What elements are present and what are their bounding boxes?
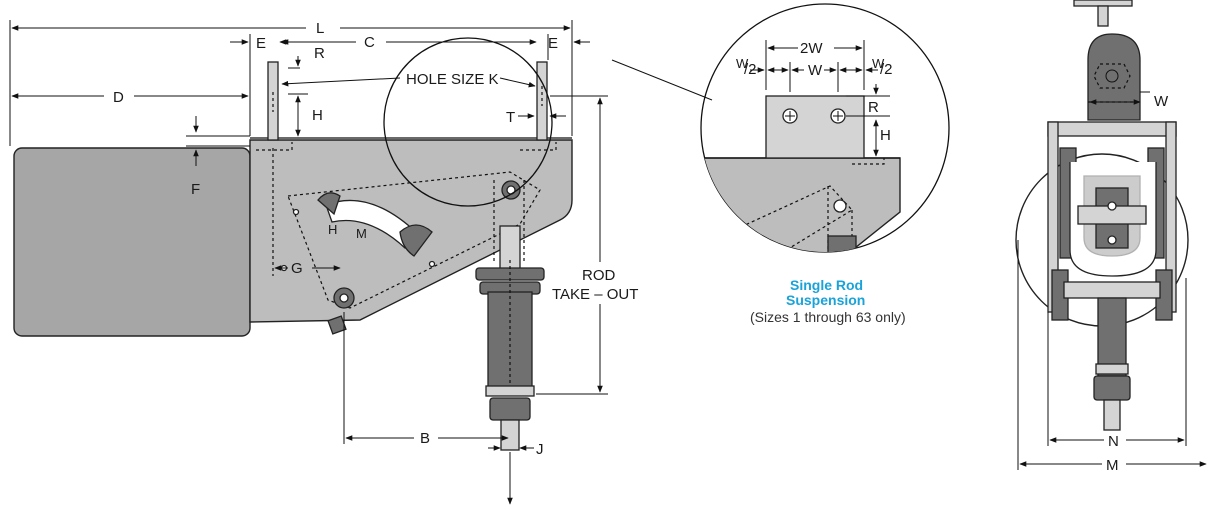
load-rod-lower: [500, 419, 520, 451]
load-indicator-plate: [287, 171, 541, 309]
dim-rod-take-out-1: ROD: [582, 267, 616, 284]
detail-dim-w-mid: W: [808, 62, 823, 79]
dim-B: B: [420, 430, 430, 447]
dim-J: J: [536, 441, 544, 458]
detail-dim-R: R: [868, 99, 879, 116]
detail-lug: [765, 95, 865, 159]
detail-note: (Sizes 1 through 63 only): [750, 309, 906, 325]
dim-C: C: [364, 34, 375, 51]
dim-hole-size: HOLE SIZE K: [406, 71, 499, 88]
dim-T: T: [506, 109, 515, 126]
dim-E-right: E: [548, 35, 558, 52]
magnify-circle: [383, 37, 553, 207]
svg-text:M: M: [356, 226, 367, 241]
dim-L: L: [316, 20, 324, 37]
end-dim-M: M: [1106, 457, 1119, 474]
dim-D: D: [113, 89, 124, 106]
side-view-dimensions: L E C E R D HOLE SIZE K H T: [9, 20, 638, 505]
svg-text:H: H: [328, 222, 337, 237]
detail-dim-whalf-left-num: W: [736, 56, 749, 71]
spring-can-body: [13, 147, 251, 337]
hex-nut: [489, 397, 531, 421]
detail-dim-2W: 2W: [800, 40, 823, 57]
detail-title-1: Single Rod: [790, 277, 863, 293]
end-view-lug: [1087, 33, 1141, 121]
end-view: W N M: [1015, 0, 1207, 474]
detail-dim-whalf-right-num: W: [872, 56, 885, 71]
side-view: H M: [13, 61, 573, 451]
end-dim-W: W: [1154, 93, 1169, 110]
dim-R: R: [314, 45, 325, 62]
detail-view: 2W W /2 W W /2 R H Single Rod Suspension…: [700, 3, 950, 325]
dim-G: G: [291, 260, 303, 277]
end-view-turnbuckle: [1097, 297, 1127, 377]
dim-E-left: E: [256, 35, 266, 52]
end-dim-N: N: [1108, 433, 1119, 450]
dim-H: H: [312, 107, 323, 124]
detail-title-2: Suspension: [786, 292, 865, 308]
dim-rod-take-out-2: TAKE – OUT: [552, 286, 638, 303]
detail-dim-H: H: [880, 127, 891, 144]
dim-F: F: [191, 181, 200, 198]
detail-dim-whalf-right-den: /2: [880, 61, 893, 78]
